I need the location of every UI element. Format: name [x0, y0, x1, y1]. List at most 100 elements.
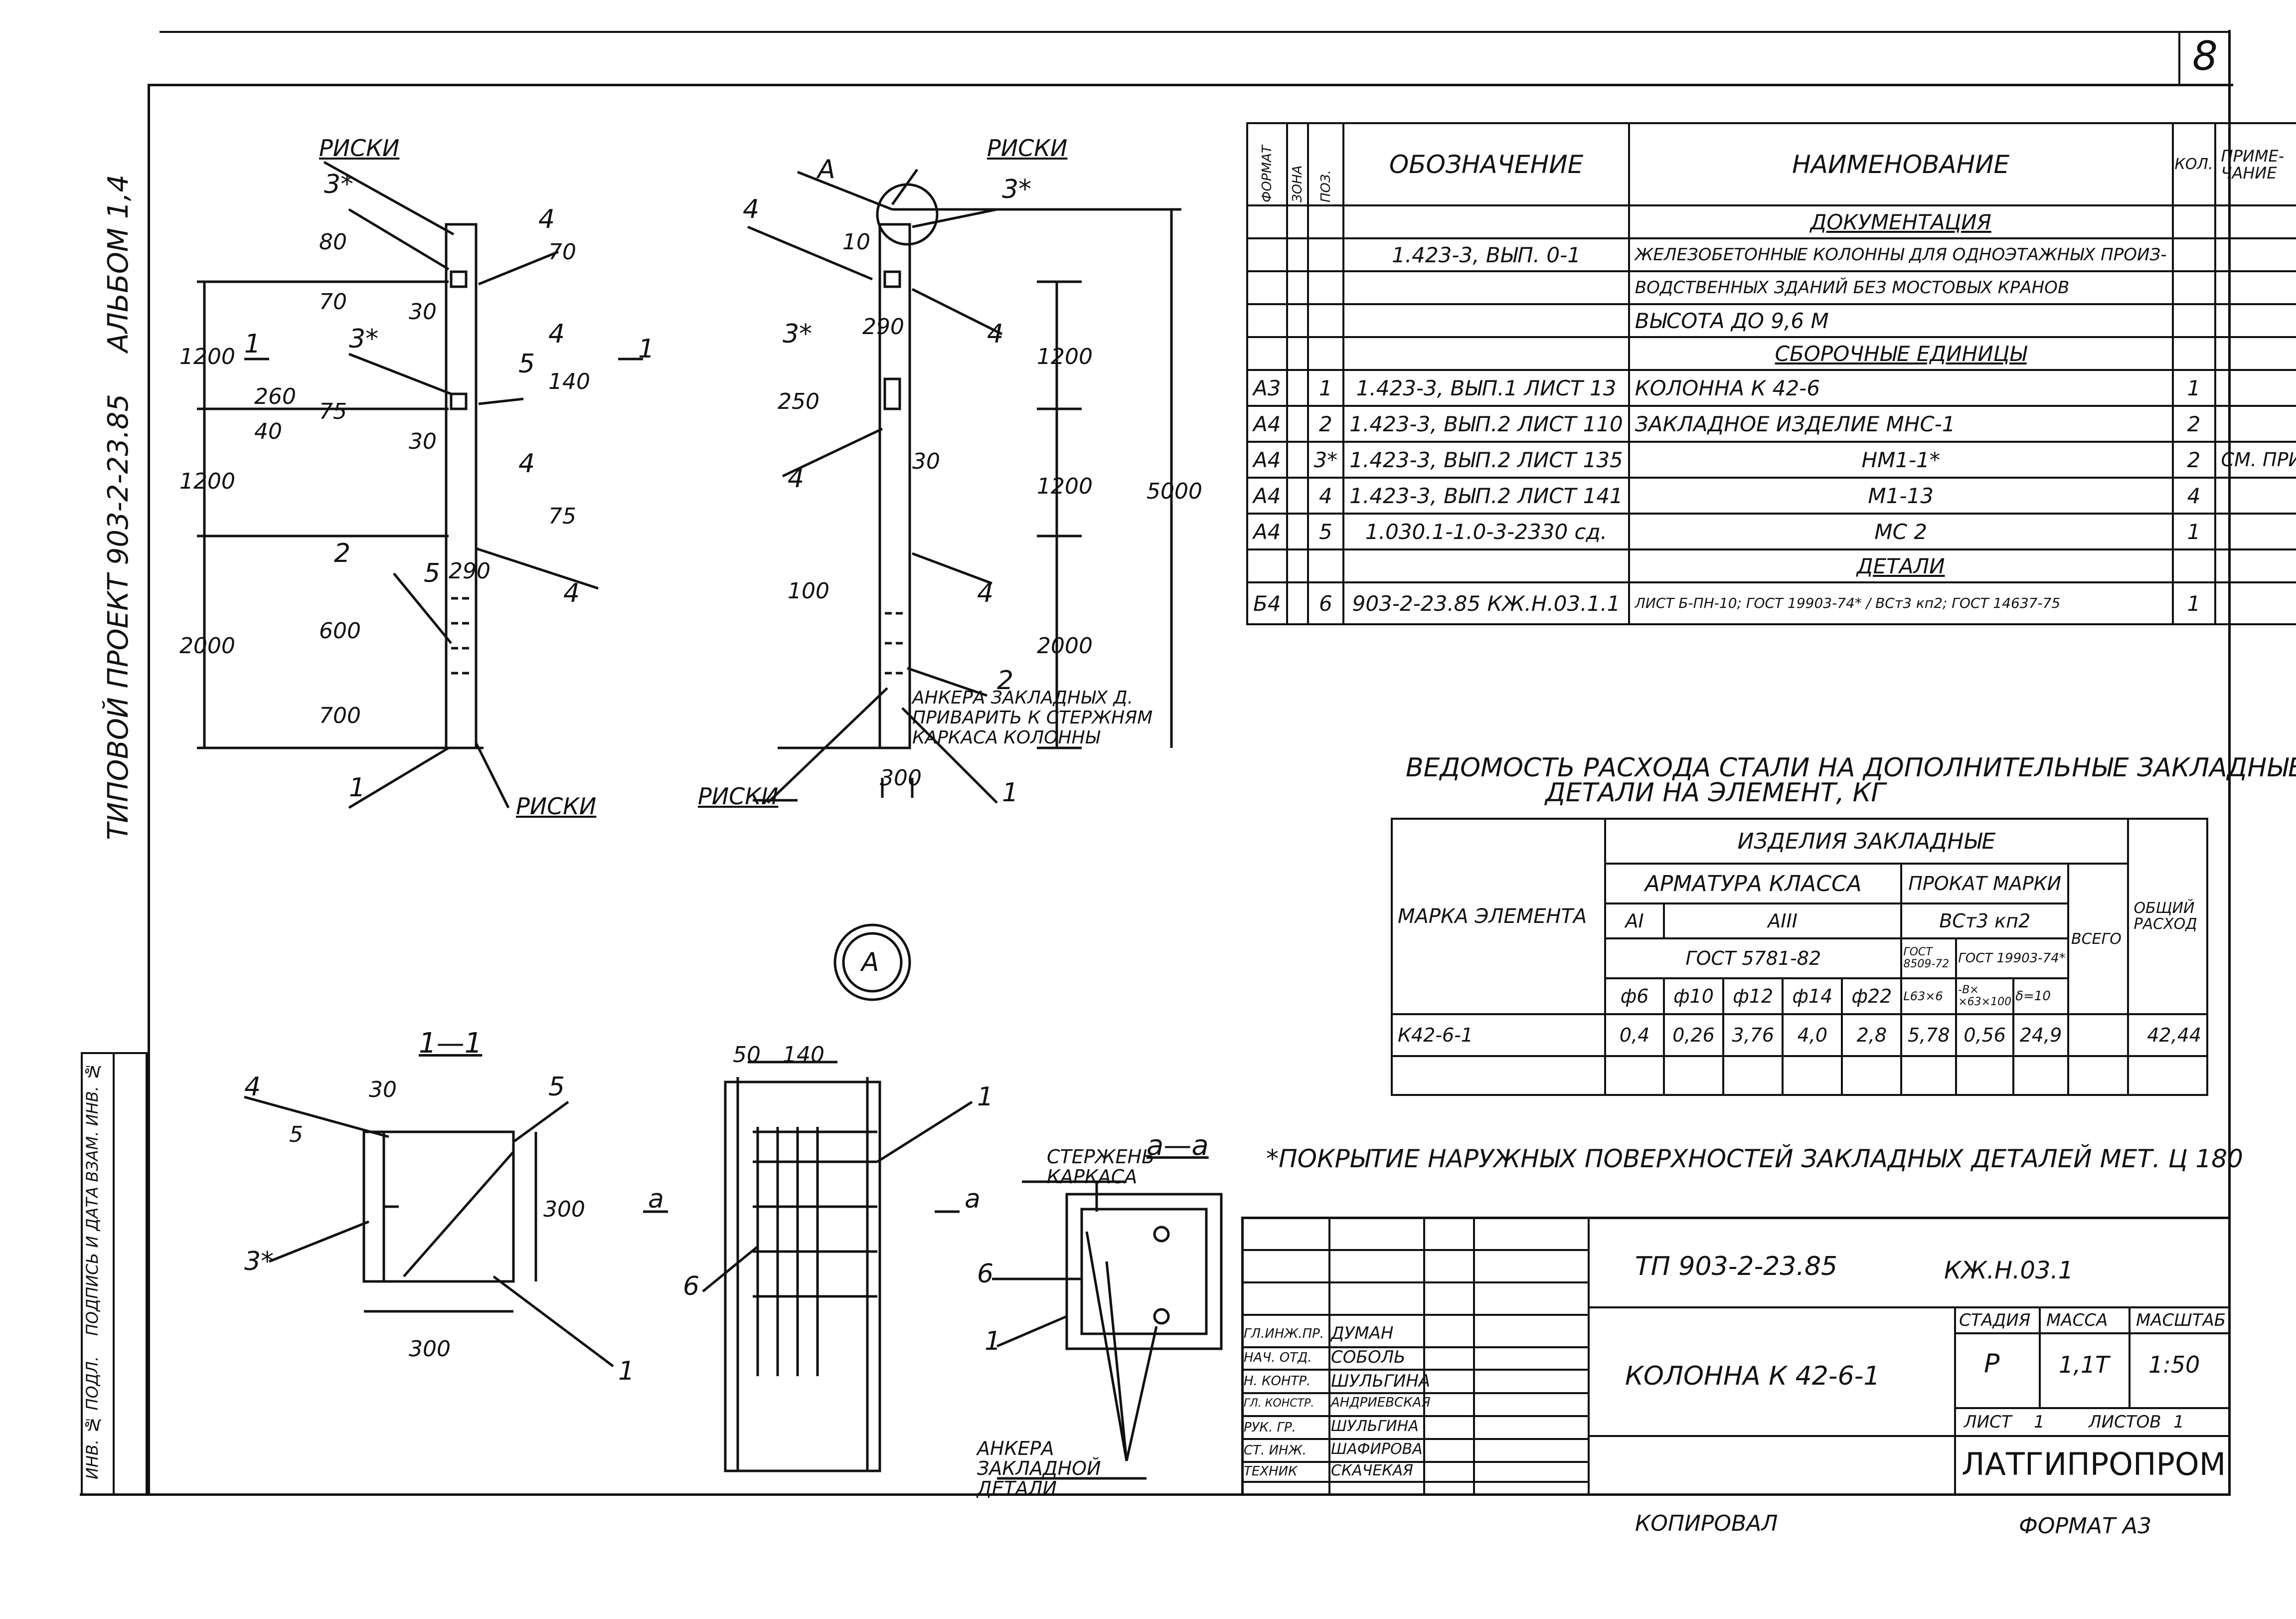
label-frame-rod: СТЕРЖЕНЬ КАРКАСА	[1047, 1146, 1155, 1188]
stamp-people-v2	[1423, 1217, 1425, 1496]
label-d1200-c: 1200	[1037, 344, 1093, 369]
spec-header-name: НАИМЕНОВАНИЕ	[1628, 122, 2174, 206]
label-s1-pos3: 3*	[244, 1247, 274, 1276]
stamp-stage-h: СТАДИЯ	[1959, 1310, 2031, 1330]
label-pos4-col2-b: 4	[987, 319, 1004, 349]
spec-header-qty: КОЛ.	[2171, 122, 2216, 206]
spec-row-8-note	[2214, 477, 2296, 515]
stamp-people-h2	[1241, 1281, 1588, 1283]
steel-row-v7: 24,9	[2012, 1013, 2069, 1057]
stamp-people-v3	[1473, 1217, 1475, 1496]
label-d290-a: 290	[449, 558, 491, 584]
stamp-mass-h: МАССА	[2046, 1310, 2108, 1330]
stamp-org: ЛАТГИПРОПРОМ	[1962, 1446, 2226, 1482]
label-section-1: 1—1	[419, 1027, 483, 1060]
label-pos3-col2: 3*	[1002, 175, 1032, 204]
label-pos2-col2: 2	[997, 666, 1014, 696]
label-pos4-col2-a: 4	[743, 194, 760, 224]
view-a-marker	[833, 923, 911, 1001]
spec-row-6-fmt: А4	[1246, 405, 1288, 443]
detail-circle-a	[876, 183, 939, 246]
label-d80: 80	[319, 229, 347, 255]
stamp-role-5: СТ. ИНЖ.	[1244, 1443, 1307, 1458]
spec-row-1-name: ЖЕЛЕЗОБЕТОННЫЕ КОЛОННЫ ДЛЯ ОДНОЭТАЖНЫХ П…	[1628, 237, 2174, 272]
label-anchors-detail: АНКЕРА ЗАКЛАДНОЙ ДЕТАЛИ	[977, 1438, 1101, 1499]
stamp-hline-sheet	[1954, 1407, 2231, 1409]
left-strip	[81, 1052, 148, 1496]
label-pos4-a: 4	[538, 204, 555, 234]
spec-row-8-qty: 4	[2171, 477, 2216, 515]
frame-bottom	[80, 1493, 2231, 1496]
stamp-people-h10	[1241, 1481, 1588, 1483]
steel-h-rolled: ПРОКАТ МАРКИ	[1900, 863, 2069, 904]
steel-row-v0: 0,4	[1604, 1013, 1665, 1057]
spec-row-0-des	[1342, 204, 1630, 239]
spec-row-6-name: ЗАКЛАДНОЕ ИЗДЕЛИЕ МНС-1	[1628, 405, 2174, 443]
stamp-role-0: ГЛ.ИНЖ.ПР.	[1244, 1326, 1324, 1341]
steel-h-vst: ВСт3 кп2	[1900, 902, 2069, 939]
label-da-mark-a-left: а	[648, 1184, 664, 1214]
label-s1-d300-h: 300	[409, 1336, 451, 1362]
spec-row-9-name: МС 2	[1628, 513, 2174, 550]
spec-row-7-name: НМ1-1*	[1628, 441, 2174, 479]
steel-col-1: ф10	[1662, 977, 1725, 1015]
spec-row-8-name: М1-13	[1628, 477, 2174, 515]
spec-row-11-note	[2214, 581, 2296, 625]
spec-row-5-fmt: А3	[1246, 369, 1288, 407]
label-mark1-b: 1	[638, 334, 655, 364]
steel-h-aiii: АIII	[1662, 902, 1903, 939]
label-section-aa: а—а	[1147, 1129, 1209, 1162]
steel-row-mark: К42-6-1	[1390, 1013, 1607, 1057]
spec-row-6-note	[2214, 405, 2296, 443]
spec-row-9-zone	[1286, 513, 1309, 550]
steel-col-2: ф12	[1722, 977, 1784, 1015]
label-pos5-b: 5	[424, 558, 441, 588]
spec-row-7-pos: 3*	[1307, 441, 1345, 479]
spec-row-7-des: 1.423-3, ВЫП.2 ЛИСТ 135	[1342, 441, 1630, 479]
spec-row-5-name: КОЛОННА К 42-6	[1628, 369, 2174, 407]
steel-row-v4: 2,8	[1841, 1013, 1903, 1057]
label-pos4-col2-d: 4	[977, 578, 994, 608]
spec-row-11-qty: 1	[2171, 581, 2216, 625]
stamp-hline-stage	[1954, 1332, 2231, 1334]
stamp-name-2: ШУЛЬГИНА	[1331, 1371, 1431, 1391]
spec-row-11-des: 903-2-23.85 КЖ.Н.03.1.1	[1342, 581, 1630, 625]
label-s1-d30: 30	[369, 1077, 397, 1102]
stamp-stage: Р	[1984, 1349, 2000, 1379]
stamp-name-4: ШУЛЬГИНА	[1331, 1418, 1419, 1435]
spec-row-1-des: 1.423-3, ВЫП. 0-1	[1342, 237, 1630, 272]
label-pos4-d: 4	[563, 578, 580, 608]
sheet-number: 8	[2192, 33, 2218, 79]
steel-h-total: ВСЕГО	[2067, 863, 2129, 1015]
specification-table: ФОРМАТ ЗОНА ПОЗ. ОБОЗНАЧЕНИЕ НАИМЕНОВАНИ…	[1246, 122, 2296, 625]
stamp-role-4: РУК. ГР.	[1244, 1420, 1296, 1435]
label-d600: 600	[319, 618, 361, 644]
stamp-vline-right	[1954, 1306, 1956, 1496]
stamp-role-2: Н. КОНТР.	[1244, 1374, 1311, 1389]
label-mark1-a: 1	[244, 329, 261, 359]
stamp-sheets-val: 1	[2173, 1412, 2184, 1432]
stamp-people-v1	[1328, 1217, 1330, 1496]
coating-note: *ПОКРЫТИЕ НАРУЖНЫХ ПОВЕРХНОСТЕЙ ЗАКЛАДНЫ…	[1266, 1144, 2243, 1173]
spec-row-6-pos: 2	[1307, 405, 1345, 443]
spec-row-10-des	[1342, 548, 1630, 583]
steel-h-items: ИЗДЕЛИЯ ЗАКЛАДНЫЕ	[1604, 818, 2129, 865]
label-s1-pos4: 4	[244, 1072, 261, 1102]
stamp-role-3: ГЛ. КОНСТР.	[1244, 1397, 1314, 1410]
label-aa-pos6: 6	[977, 1259, 994, 1289]
footer-format: ФОРМАТ А3	[2019, 1513, 2152, 1539]
label-da-d140: 140	[783, 1042, 824, 1068]
frame-left	[148, 84, 150, 1495]
label-d10: 10	[842, 229, 870, 255]
label-d1200-b: 1200	[179, 469, 235, 494]
label-anchors-note: АНКЕРА ЗАКЛАДНЫХ Д. ПРИВАРИТЬ К СТЕРЖНЯМ…	[912, 688, 1153, 748]
spec-row-11-name: ЛИСТ Б-ПН-10; ГОСТ 19903-74* / ВСт3 кп2;…	[1628, 581, 2174, 625]
stamp-role-6: ТЕХНИК	[1244, 1464, 1298, 1479]
spec-row-6-des: 1.423-3, ВЫП.2 ЛИСТ 110	[1342, 405, 1630, 443]
label-d40-a: 40	[254, 419, 282, 444]
label-d290-b: 290	[862, 314, 904, 340]
stamp-sheet-val: 1	[2034, 1412, 2045, 1432]
spec-row-8-des: 1.423-3, ВЫП.2 ЛИСТ 141	[1342, 477, 1630, 515]
spec-row-9-qty: 1	[2171, 513, 2216, 550]
spec-row-3-name: ВЫСОТА ДО 9,6 М	[1628, 303, 2174, 338]
